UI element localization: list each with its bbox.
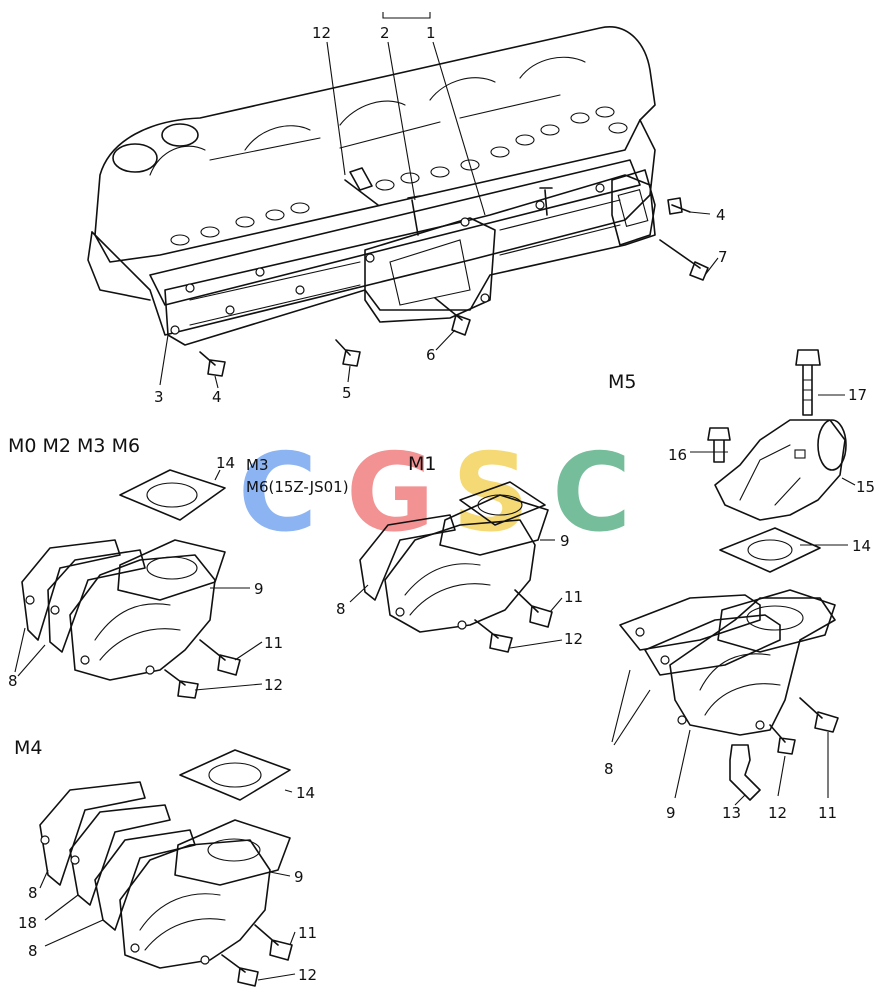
callout-12-m4: 12 [298,966,317,984]
callout-4-right: 4 [716,206,726,224]
group-label-m1: M1 [408,453,436,475]
callout-8-m1: 8 [336,600,346,618]
callout-15: 15 [856,478,875,496]
callout-11-m5: 11 [818,804,837,822]
leaders-top [159,12,719,389]
bolt-4-right [667,197,691,215]
callout-16: 16 [668,446,687,464]
callout-14-m5: 14 [852,537,871,555]
callout-12-m1: 12 [564,630,583,648]
callout-8-m4b: 8 [28,942,38,960]
callout-12-left: 12 [264,676,283,694]
bolt-7 [659,239,709,281]
callout-4-bottom: 4 [212,388,222,406]
m5-assembly [619,349,847,801]
group-label-m4: M4 [14,737,42,759]
callout-13: 13 [722,804,741,822]
bolt-4-bottom [199,351,226,377]
watermark-letter-g: G [346,431,435,556]
bolt-5 [335,339,361,367]
callout-1-top: 1 [426,24,436,42]
bolt-6 [434,297,471,336]
callout-6: 6 [426,346,436,364]
group-label-m3: M3 [246,456,269,474]
callout-9-m4: 9 [294,868,304,886]
m4-assembly [39,749,293,987]
callout-9-m1: 9 [560,532,570,550]
callout-5: 5 [342,384,352,402]
callout-18: 18 [18,914,37,932]
group-label-m5: M5 [608,371,636,393]
callout-9-left: 9 [254,580,264,598]
callout-11-m1: 11 [564,588,583,606]
leaders-left [14,469,263,691]
callout-14-left: 14 [216,454,235,472]
callout-8-m5: 8 [604,760,614,778]
callout-12-m5: 12 [768,804,787,822]
callout-3: 3 [154,388,164,406]
callout-8-left: 8 [8,672,18,690]
callout-labels: 12 2 1 4 7 6 5 3 4 17 16 15 14 8 9 13 12… [8,24,875,984]
watermark-letter-c1: C [238,431,317,556]
callout-8-m4a: 8 [28,884,38,902]
m1-assembly [359,481,553,653]
callout-11-left: 11 [264,634,283,652]
watermark: C G S C [238,431,631,556]
cylinder-head-assembly [87,26,656,346]
callout-12-top: 12 [312,24,331,42]
watermark-letter-s: S [452,431,530,556]
group-label-m6: M6(15Z-JS01) [246,478,349,496]
watermark-letter-c2: C [552,431,631,556]
callout-9-m5: 9 [666,804,676,822]
callout-17: 17 [848,386,867,404]
callout-11-m4: 11 [298,924,317,942]
callout-7: 7 [718,248,728,266]
group-label-m0m2m3m6: M0 M2 M3 M6 [8,435,140,457]
leaders-m4 [39,789,296,981]
leaders-m1 [349,539,563,649]
callout-2-top: 2 [380,24,390,42]
group-labels: M5 M0 M2 M3 M6 M3 M6(15Z-JS01) M1 M4 [8,371,636,759]
leaders-m5 [611,394,856,806]
callout-14-m4: 14 [296,784,315,802]
left-assembly [21,469,241,699]
